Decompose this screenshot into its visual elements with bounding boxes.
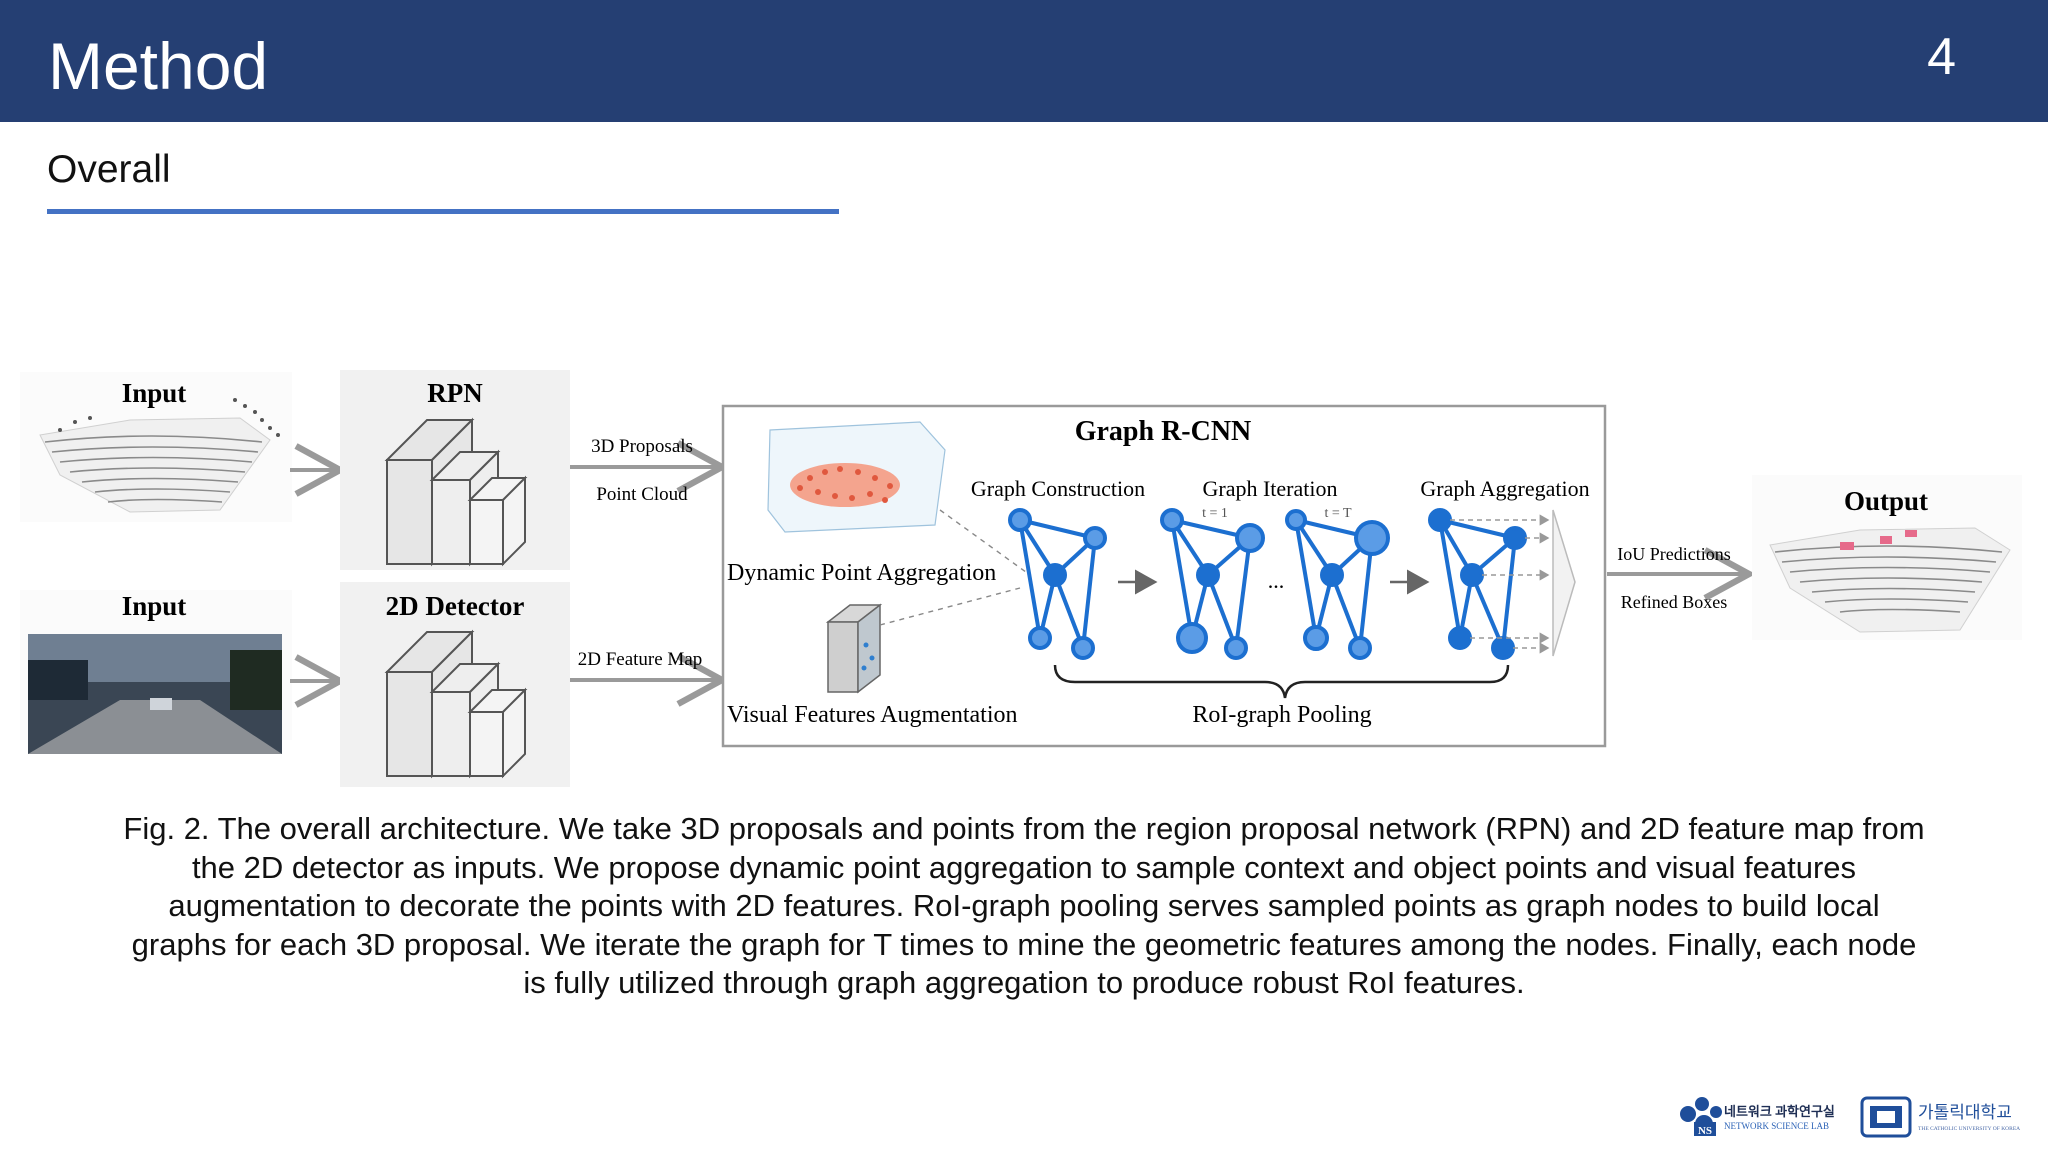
output-label: Output — [1844, 486, 1928, 516]
iteration-t1-label: t = 1 — [1202, 506, 1228, 521]
caption-line: the 2D detector as inputs. We propose dy… — [191, 849, 1857, 885]
footer-logos: NS 네트워크 과학연구실 NETWORK SCIENCE LAB 가톨릭대학교… — [1680, 1096, 2020, 1138]
input-camera-image — [20, 590, 292, 754]
dynamic-point-aggregation-label: Dynamic Point Aggregation — [727, 560, 996, 586]
graph-rcnn-title: Graph R-CNN — [1075, 416, 1252, 447]
graph-aggregation-label: Graph Aggregation — [1420, 476, 1589, 501]
visual-feature-cube — [825, 603, 883, 694]
aggregation-funnel — [1552, 509, 1576, 657]
slide-header: Method 4 — [0, 0, 2048, 122]
caption-line: augmentation to decorate the points with… — [168, 888, 1880, 923]
input-top-label: Input — [122, 378, 187, 408]
pooling-guide-lines — [879, 509, 1031, 626]
network-science-lab-logo: NS 네트워크 과학연구실 NETWORK SCIENCE LAB — [1680, 1097, 1835, 1137]
slide-title: Method — [48, 29, 269, 103]
graph-iteration-label: Graph Iteration — [1203, 476, 1338, 501]
rpn-label: RPN — [427, 378, 483, 408]
iou-predictions-label: IoU Predictions — [1617, 544, 1730, 564]
graph-construction-label: Graph Construction — [971, 476, 1145, 501]
architecture-diagram: Input Input RPN 2D Detector — [20, 370, 2022, 787]
lab-english-name: NETWORK SCIENCE LAB — [1724, 1121, 1829, 1131]
graph-iteration-first — [1160, 508, 1265, 660]
caption-line: Fig. 2. The overall architecture. We tak… — [123, 811, 1925, 846]
catholic-university-logo: 가톨릭대학교 THE CATHOLIC UNIVERSITY OF KOREA — [1860, 1096, 2020, 1138]
page-number: 4 — [1927, 28, 1956, 86]
rpn-network-blocks — [384, 417, 528, 567]
subtitle-underline — [47, 209, 839, 214]
roi-graph-pooling-brace — [1053, 664, 1510, 699]
university-english-name: THE CATHOLIC UNIVERSITY OF KOREA — [1918, 1126, 2020, 1132]
visual-features-augmentation-label: Visual Features Augmentation — [727, 702, 1018, 728]
graph-iteration-last — [1285, 509, 1390, 660]
refined-boxes-label: Refined Boxes — [1621, 592, 1727, 612]
graph-construction-graph — [1008, 508, 1107, 660]
figure-caption: Fig. 2. The overall architecture. We tak… — [80, 810, 1968, 1003]
caption-line: graphs for each 3D proposal. We iterate … — [131, 926, 1917, 962]
roi-graph-pooling-label: RoI-graph Pooling — [1192, 702, 1371, 728]
detector-network-blocks — [384, 629, 528, 779]
lab-badge: NS — [1698, 1125, 1712, 1137]
section-subtitle: Overall — [47, 148, 171, 191]
output-point-cloud-image — [1752, 475, 2022, 640]
aggregation-dashed-arrows — [1450, 514, 1550, 654]
feature-map-label: 2D Feature Map — [578, 649, 703, 670]
iteration-ellipsis: ... — [1268, 568, 1285, 593]
point-cloud-label: Point Cloud — [596, 484, 688, 505]
input-bottom-label: Input — [122, 591, 187, 621]
proposals-label: 3D Proposals — [591, 436, 693, 457]
detector-label: 2D Detector — [386, 591, 525, 621]
iteration-tT-label: t = T — [1324, 506, 1352, 521]
caption-line: is fully utilized through graph aggregat… — [523, 965, 1525, 1000]
input-point-cloud-image — [20, 372, 292, 522]
proposal-car-points — [767, 421, 946, 533]
university-korean-name: 가톨릭대학교 — [1918, 1103, 2012, 1122]
lab-korean-name: 네트워크 과학연구실 — [1724, 1104, 1835, 1119]
